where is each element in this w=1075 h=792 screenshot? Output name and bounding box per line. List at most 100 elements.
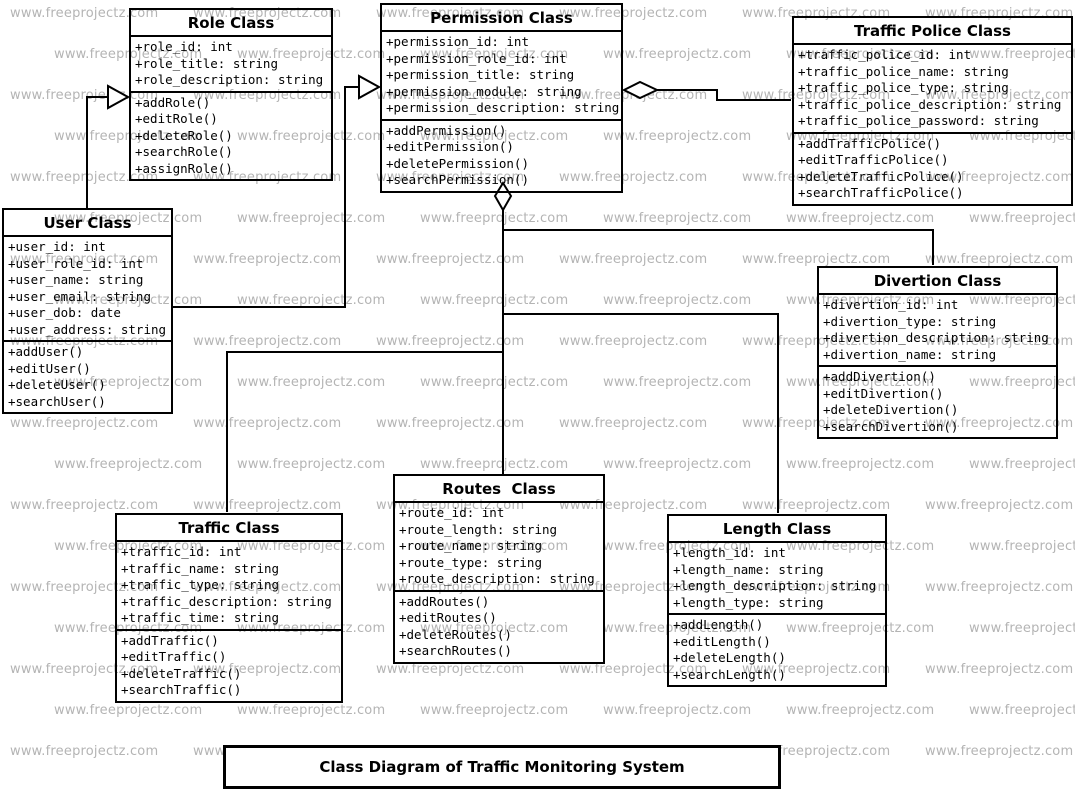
watermark-text: www.freeprojectz.com [376, 334, 525, 349]
watermark-text: www.freeprojectz.com [10, 662, 159, 677]
watermark-text: www.freeprojectz.com [925, 334, 1074, 349]
watermark-text: www.freeprojectz.com [742, 580, 891, 595]
watermark-text: www.freeprojectz.com [193, 498, 342, 513]
member-line: +permission_module: string [386, 83, 582, 99]
member-line: +length_description: string [673, 578, 877, 593]
watermark-text: www.freeprojectz.com [376, 6, 525, 21]
watermark-text: www.freeprojectz.com [603, 293, 752, 308]
class-attributes: +permission_id: int+permission_role_id: … [382, 32, 621, 121]
member-line: +divertion_name: string [823, 346, 997, 362]
watermark-text: www.freeprojectz.com [376, 662, 525, 677]
member-line: +permission_title: string [386, 67, 575, 82]
watermark-text: www.freeprojectz.com [742, 334, 891, 349]
watermark-text: www.freeprojectz.com [54, 539, 203, 554]
watermark-text: www.freeprojectz.com [376, 252, 525, 267]
member-line: +permission_description: string [386, 100, 620, 115]
watermark-text: www.freeprojectz.com [969, 621, 1075, 636]
watermark-text: www.freeprojectz.com [420, 293, 569, 308]
watermark-text: www.freeprojectz.com [420, 129, 569, 144]
watermark-text: www.freeprojectz.com [742, 662, 891, 677]
watermark-text: www.freeprojectz.com [786, 703, 935, 718]
member-line: +user_email: string [8, 288, 151, 304]
member-line: +searchRoutes() [399, 643, 512, 658]
member-line: +route_description: string [399, 571, 595, 586]
member-line: +addDivertion() [823, 369, 936, 384]
member-line: +addRoutes() [399, 593, 490, 609]
member-line: +editPermission() [386, 139, 514, 154]
watermark-text: www.freeprojectz.com [786, 47, 935, 62]
member-line: +searchUser() [8, 393, 106, 409]
member-line: +user_role_id: int [8, 255, 144, 271]
watermark-text: www.freeprojectz.com [742, 252, 891, 267]
class-methods: +addRole()+editRole()+deleteRole()+searc… [131, 93, 331, 180]
watermark-text: www.freeprojectz.com [925, 580, 1074, 595]
watermark-text: www.freeprojectz.com [925, 416, 1074, 431]
watermark-text: www.freeprojectz.com [925, 170, 1074, 185]
watermark-text: www.freeprojectz.com [193, 662, 342, 677]
watermark-text: www.freeprojectz.com [603, 375, 752, 390]
watermark-text: www.freeprojectz.com [742, 498, 891, 513]
class-box-length: Length Class +length_id: int+length_name… [667, 514, 887, 687]
class-title: Traffic Police Class [794, 18, 1071, 45]
watermark-text: www.freeprojectz.com [54, 375, 203, 390]
watermark-text: www.freeprojectz.com [559, 416, 708, 431]
watermark-text: www.freeprojectz.com [925, 498, 1074, 513]
watermark-text: www.freeprojectz.com [10, 580, 159, 595]
member-line: +traffic_police_name: string [798, 63, 1009, 79]
watermark-text: www.freeprojectz.com [969, 211, 1075, 226]
watermark-text: www.freeprojectz.com [54, 621, 203, 636]
watermark-text: www.freeprojectz.com [10, 416, 159, 431]
class-title: Routes Class [395, 476, 603, 503]
member-line: +traffic_police_id: int [798, 47, 972, 62]
member-line: +deletePermission() [386, 155, 529, 171]
watermark-text: www.freeprojectz.com [193, 334, 342, 349]
watermark-text: www.freeprojectz.com [420, 703, 569, 718]
watermark-text: www.freeprojectz.com [786, 293, 935, 308]
member-line: +editRoutes() [399, 610, 497, 625]
member-line: +route_id: int [399, 505, 505, 520]
class-attributes: +user_id: int+user_role_id: int+user_nam… [4, 237, 171, 342]
class-title: Divertion Class [819, 268, 1056, 295]
diagram-caption: Class Diagram of Traffic Monitoring Syst… [319, 758, 685, 776]
member-line: +searchRole() [135, 144, 233, 159]
watermark-text: www.freeprojectz.com [969, 457, 1075, 472]
watermark-text: www.freeprojectz.com [54, 211, 203, 226]
watermark-text: www.freeprojectz.com [603, 211, 752, 226]
member-line: +route_name: string [399, 538, 542, 553]
member-line: +editRole() [135, 111, 218, 126]
watermark-text: www.freeprojectz.com [376, 88, 525, 103]
watermark-text: www.freeprojectz.com [420, 375, 569, 390]
watermark-text: www.freeprojectz.com [10, 170, 159, 185]
member-line: +editTrafficPolice() [798, 152, 949, 167]
class-box-traffic: Traffic Class +traffic_id: int+traffic_n… [115, 513, 343, 703]
watermark-text: www.freeprojectz.com [969, 293, 1075, 308]
member-line: +deleteLength() [673, 650, 786, 665]
watermark-text: www.freeprojectz.com [237, 211, 386, 226]
member-line: +addRole() [135, 94, 211, 110]
member-line: +searchTrafficPolice() [798, 185, 964, 200]
member-line: +user_id: int [8, 239, 106, 254]
member-line: +length_type: string [673, 594, 824, 610]
member-line: +user_dob: date [8, 305, 121, 320]
class-attributes: +length_id: int+length_name: string+leng… [669, 543, 885, 615]
watermark-text: www.freeprojectz.com [54, 457, 203, 472]
watermark-text: www.freeprojectz.com [559, 334, 708, 349]
class-box-permission: Permission Class +permission_id: int+per… [380, 3, 623, 193]
class-attributes: +route_id: int+route_length: string+rout… [395, 503, 603, 592]
watermark-text: www.freeprojectz.com [925, 252, 1074, 267]
watermark-text: www.freeprojectz.com [969, 375, 1075, 390]
member-line: +deleteUser() [8, 377, 106, 392]
member-line: +role_description: string [135, 72, 324, 87]
class-title: Role Class [131, 10, 331, 37]
watermark-text: www.freeprojectz.com [742, 416, 891, 431]
watermark-text: www.freeprojectz.com [786, 621, 935, 636]
member-line: +traffic_police_description: string [798, 96, 1062, 112]
member-line: +route_length: string [399, 521, 558, 537]
member-line: +permission_role_id: int [386, 50, 567, 66]
member-line: +editUser() [8, 360, 91, 376]
watermark-text: www.freeprojectz.com [420, 457, 569, 472]
member-line: +traffic_id: int [121, 544, 242, 559]
class-methods: +addPermission()+editPermission()+delete… [382, 121, 621, 191]
member-line: +deleteTraffic() [121, 665, 242, 681]
member-line: +addLength() [673, 617, 764, 632]
